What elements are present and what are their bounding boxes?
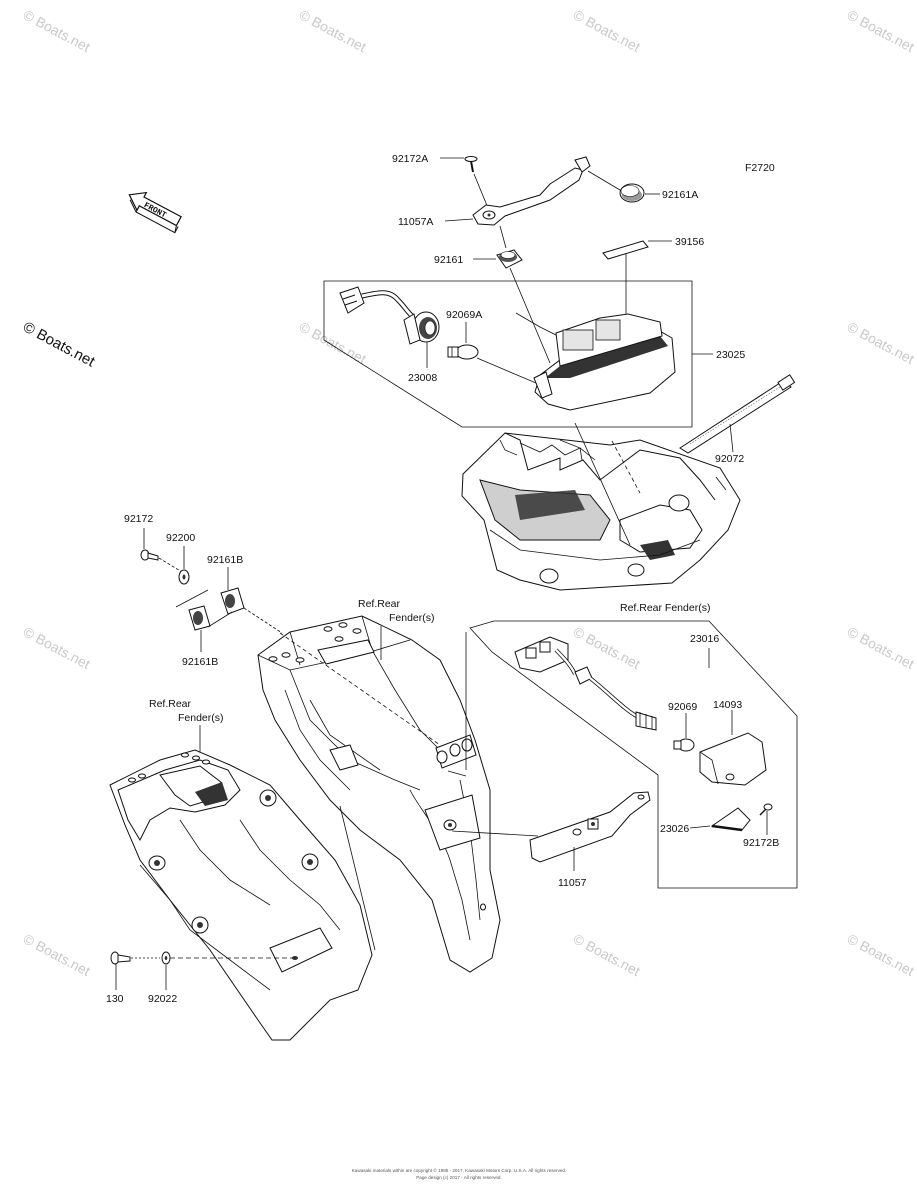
rear-fender-upper <box>461 432 741 591</box>
rear-fender-lower <box>109 749 373 1041</box>
watermark: © Boats.net <box>297 319 369 368</box>
tail-light-23025 <box>515 312 676 411</box>
watermark: © Boats.net <box>845 624 917 673</box>
part-label-11057A[interactable]: 11057A <box>398 216 433 228</box>
socket-23008 <box>339 286 440 345</box>
part-label-92072[interactable]: 92072 <box>715 453 744 465</box>
part-label-92172B[interactable]: 92172B <box>743 837 779 849</box>
cap-92161A <box>619 183 645 203</box>
watermark: © Boats.net <box>297 7 369 56</box>
part-label-92161A[interactable]: 92161A <box>662 189 698 201</box>
strap-92072 <box>679 374 796 454</box>
rear-fender-middle <box>257 615 501 973</box>
part-label-92069A[interactable]: 92069A <box>446 309 482 321</box>
part-label-92200[interactable]: 92200 <box>166 532 195 544</box>
bracket-11057 <box>529 791 651 863</box>
part-label-92172[interactable]: 92172 <box>124 513 153 525</box>
part-labels: 92172A 92161A 11057A 39156 92161 92069A … <box>106 153 779 1005</box>
watermark-prominent: © Boats.net <box>20 319 98 371</box>
grommet-92161 <box>496 249 523 269</box>
part-label-23016[interactable]: 23016 <box>690 633 719 645</box>
reference-label-upper: Ref.Rear Fender(s) <box>620 602 710 614</box>
copyright-line: Kawasaki materials within are copyright … <box>352 1167 567 1173</box>
bulb-92069A <box>447 344 479 360</box>
watermark: © Boats.net <box>21 7 93 56</box>
washer-92200 <box>178 569 190 585</box>
part-label-92161B-top[interactable]: 92161B <box>207 554 243 566</box>
part-label-11057[interactable]: 11057 <box>558 877 587 889</box>
bolt-92172 <box>140 549 159 561</box>
watermark: © Boats.net <box>571 7 643 56</box>
figure-code: F2720 <box>745 162 775 174</box>
front-arrow-icon: FRONT <box>128 191 182 234</box>
washer-92022 <box>161 951 171 965</box>
part-label-130[interactable]: 130 <box>106 993 124 1005</box>
part-label-92161[interactable]: 92161 <box>434 254 463 266</box>
license-light-23016 <box>514 636 657 731</box>
part-label-23025[interactable]: 23025 <box>716 349 745 361</box>
watermark: © Boats.net <box>845 7 917 56</box>
watermark: © Boats.net <box>21 624 93 673</box>
grommet-92161B-top <box>220 587 245 615</box>
part-label-92161B-bottom[interactable]: 92161B <box>182 656 218 668</box>
bolt-130 <box>110 951 131 965</box>
watermark: © Boats.net <box>21 931 93 980</box>
part-label-23008[interactable]: 23008 <box>408 372 437 384</box>
cover-23026 <box>710 807 751 832</box>
screw-92172B <box>759 803 773 816</box>
gasket-39156 <box>602 240 649 260</box>
part-label-92172A[interactable]: 92172A <box>392 153 428 165</box>
copyright-line-2: Page design (c) 2017 - All rights reserv… <box>416 1175 502 1180</box>
watermark: © Boats.net <box>571 624 643 673</box>
bracket-11057A <box>472 156 591 226</box>
lens-14093 <box>699 732 767 786</box>
watermark: © Boats.net <box>845 931 917 980</box>
bulb-92069 <box>673 738 695 752</box>
reference-label-lower: Ref.Rear <box>149 698 192 710</box>
watermark: © Boats.net <box>845 319 917 368</box>
part-label-92022[interactable]: 92022 <box>148 993 177 1005</box>
part-label-92069[interactable]: 92069 <box>668 701 697 713</box>
part-label-39156[interactable]: 39156 <box>675 236 704 248</box>
screw-92172A <box>464 156 478 173</box>
reference-label-middle-line2: Fender(s) <box>389 612 435 624</box>
watermark: © Boats.net <box>571 931 643 980</box>
reference-label-lower-line2: Fender(s) <box>178 712 224 724</box>
assembly-box-23016 <box>469 620 798 889</box>
reference-label-middle: Ref.Rear <box>358 598 401 610</box>
grommet-92161B-bottom <box>188 605 211 631</box>
part-label-14093[interactable]: 14093 <box>713 699 742 711</box>
part-label-23026[interactable]: 23026 <box>660 823 689 835</box>
